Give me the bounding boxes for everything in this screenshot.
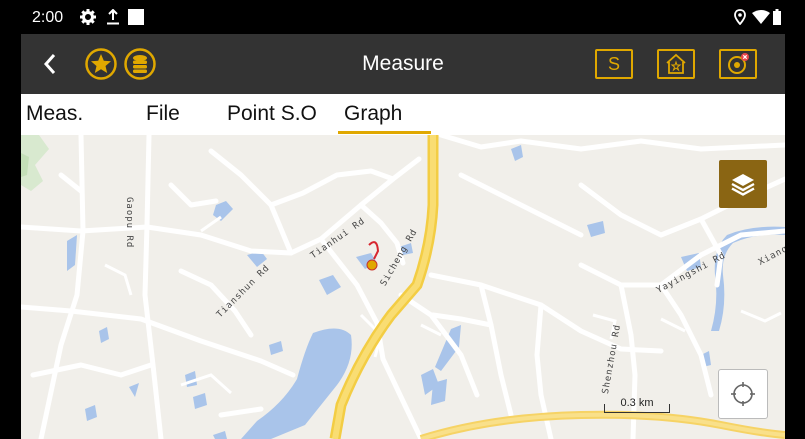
satellite-icon xyxy=(728,53,749,74)
home-button[interactable] xyxy=(657,49,695,79)
page-title: Measure xyxy=(362,52,444,75)
upload-icon xyxy=(105,8,121,26)
database-button[interactable] xyxy=(124,48,156,80)
top-toolbar: Measure S xyxy=(21,34,785,94)
map-canvas xyxy=(21,135,785,439)
satellite-button[interactable] xyxy=(719,49,757,79)
tab-point-so[interactable]: Point S.O xyxy=(227,102,317,125)
tab-graph[interactable]: Graph xyxy=(344,102,403,125)
tab-active-indicator xyxy=(338,131,431,134)
back-arrow-icon xyxy=(43,54,56,74)
map-scale-bar xyxy=(604,404,670,413)
map-view[interactable]: Gaopu Rd Tianhui Rd Sicheng Rd Tianshun … xyxy=(21,135,785,439)
status-bar: 2:00 xyxy=(21,0,785,34)
favorites-button[interactable] xyxy=(85,48,117,80)
home-icon xyxy=(666,53,686,74)
locate-button[interactable] xyxy=(718,369,768,419)
battery-icon xyxy=(772,8,782,26)
star-icon xyxy=(85,48,117,80)
square-icon xyxy=(127,8,145,26)
location-icon xyxy=(732,8,748,26)
layers-button[interactable] xyxy=(719,160,767,208)
map-scale-label: 0.3 km xyxy=(620,397,654,409)
map-scale: 0.3 km xyxy=(604,397,670,413)
database-icon xyxy=(124,48,156,80)
gear-icon xyxy=(79,8,97,26)
road-label: Gaopu Rd xyxy=(124,197,134,249)
tab-meas[interactable]: Meas. xyxy=(26,102,84,125)
tab-file[interactable]: File xyxy=(146,102,180,125)
wifi-icon xyxy=(752,8,770,26)
s-button[interactable]: S xyxy=(595,49,633,79)
tab-bar: Meas. File Point S.O Graph xyxy=(21,94,785,135)
crosshair-icon xyxy=(731,382,755,406)
layers-icon xyxy=(731,174,755,196)
status-time: 2:00 xyxy=(32,9,64,26)
back-button[interactable] xyxy=(37,50,63,78)
